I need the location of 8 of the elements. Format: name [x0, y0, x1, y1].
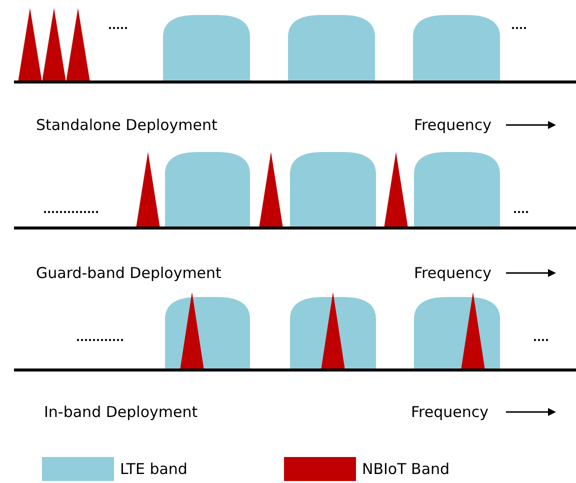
legend-label: NBIoT Band	[362, 460, 450, 478]
legend-label: LTE band	[120, 460, 188, 478]
deployment-caption: Guard-band Deployment	[36, 264, 222, 282]
axis-label: Frequency	[411, 403, 488, 421]
deployment-caption: In-band Deployment	[44, 403, 198, 421]
deployment-caption: Standalone Deployment	[36, 116, 218, 134]
axis-label: Frequency	[414, 264, 492, 282]
axis-label: Frequency	[414, 116, 492, 134]
